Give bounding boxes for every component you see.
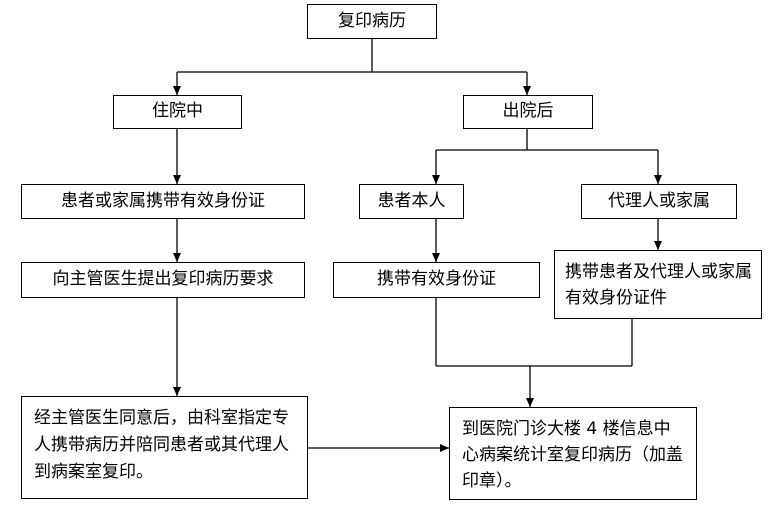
node-out-self-label: 患者本人 <box>377 190 446 211</box>
node-out-self-id-label: 携带有效身份证 <box>377 269 496 290</box>
node-in-step2-label: 向主管医生提出复印病历要求 <box>52 269 274 290</box>
node-final-label: 到医院门诊大楼 4 楼信息中心病案统计室复印病历（加盖印章）。 <box>462 419 683 491</box>
node-out-agent-label: 代理人或家属 <box>608 190 710 211</box>
node-out-agent-id: 携带患者及代理人或家属有效身份证件 <box>554 250 762 319</box>
node-in-step2: 向主管医生提出复印病历要求 <box>21 262 305 298</box>
node-discharged-label: 出院后 <box>502 101 554 122</box>
node-inpatient: 住院中 <box>113 95 242 129</box>
node-in-step3: 经主管医生同意后，由科室指定专人携带病历并陪同患者或其代理人到病案室复印。 <box>21 396 308 499</box>
node-out-self: 患者本人 <box>359 184 464 219</box>
node-out-agent-id-label: 携带患者及代理人或家属有效身份证件 <box>565 262 752 308</box>
node-final: 到医院门诊大楼 4 楼信息中心病案统计室复印病历（加盖印章）。 <box>449 407 697 500</box>
node-root-label: 复印病历 <box>338 10 406 31</box>
node-root: 复印病历 <box>307 4 437 39</box>
node-in-step1: 患者或家属携带有效身份证 <box>21 184 305 219</box>
node-discharged: 出院后 <box>463 95 593 129</box>
node-out-self-id: 携带有效身份证 <box>333 262 540 298</box>
node-in-step3-label: 经主管医生同意后，由科室指定专人携带病历并陪同患者或其代理人到病案室复印。 <box>34 408 289 482</box>
node-inpatient-label: 住院中 <box>152 101 203 122</box>
node-in-step1-label: 患者或家属携带有效身份证 <box>61 190 265 211</box>
node-out-agent: 代理人或家属 <box>581 184 737 219</box>
